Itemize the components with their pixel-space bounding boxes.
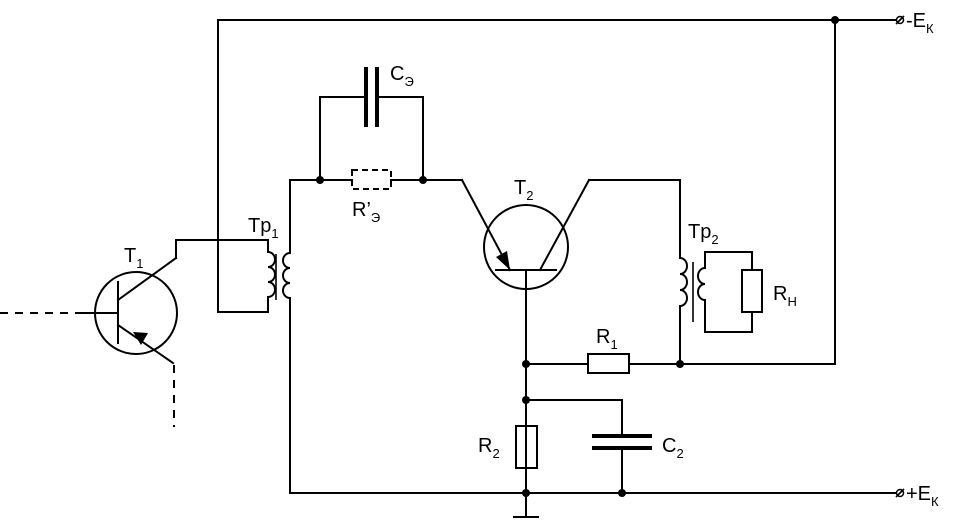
- label-t2: T2: [514, 177, 533, 203]
- label-ek-negative: -EК: [906, 10, 934, 36]
- positive-supply-terminal: [895, 488, 905, 498]
- transistor-t2: [460, 178, 681, 494]
- label-ce: CЭ: [390, 63, 414, 89]
- label-re: R’Э: [352, 199, 380, 225]
- positive-supply-rail: [289, 489, 897, 497]
- resistor-re: [351, 169, 392, 190]
- label-r2: R2: [478, 435, 500, 461]
- label-r1: R1: [596, 326, 618, 352]
- label-tr2: Tp2: [688, 221, 719, 247]
- negative-supply-terminal: [895, 15, 905, 25]
- capacitor-c2: [525, 399, 652, 494]
- resistor-r1: [525, 353, 836, 374]
- label-rn: RН: [773, 283, 797, 309]
- resistor-rn: [741, 269, 763, 313]
- label-tr1: Tp1: [248, 215, 279, 241]
- emitter-wire: [289, 176, 463, 184]
- negative-supply-rail: [217, 16, 897, 365]
- transistor-t1: [94, 239, 269, 365]
- label-t1: T1: [124, 245, 143, 271]
- transformer-tr1: [266, 179, 292, 494]
- transformer-tr2: [676, 179, 753, 368]
- label-ek-positive: +EК: [906, 483, 939, 509]
- label-c2: C2: [662, 435, 684, 461]
- capacitor-ce: [319, 67, 424, 181]
- ground-symbol: [513, 492, 539, 518]
